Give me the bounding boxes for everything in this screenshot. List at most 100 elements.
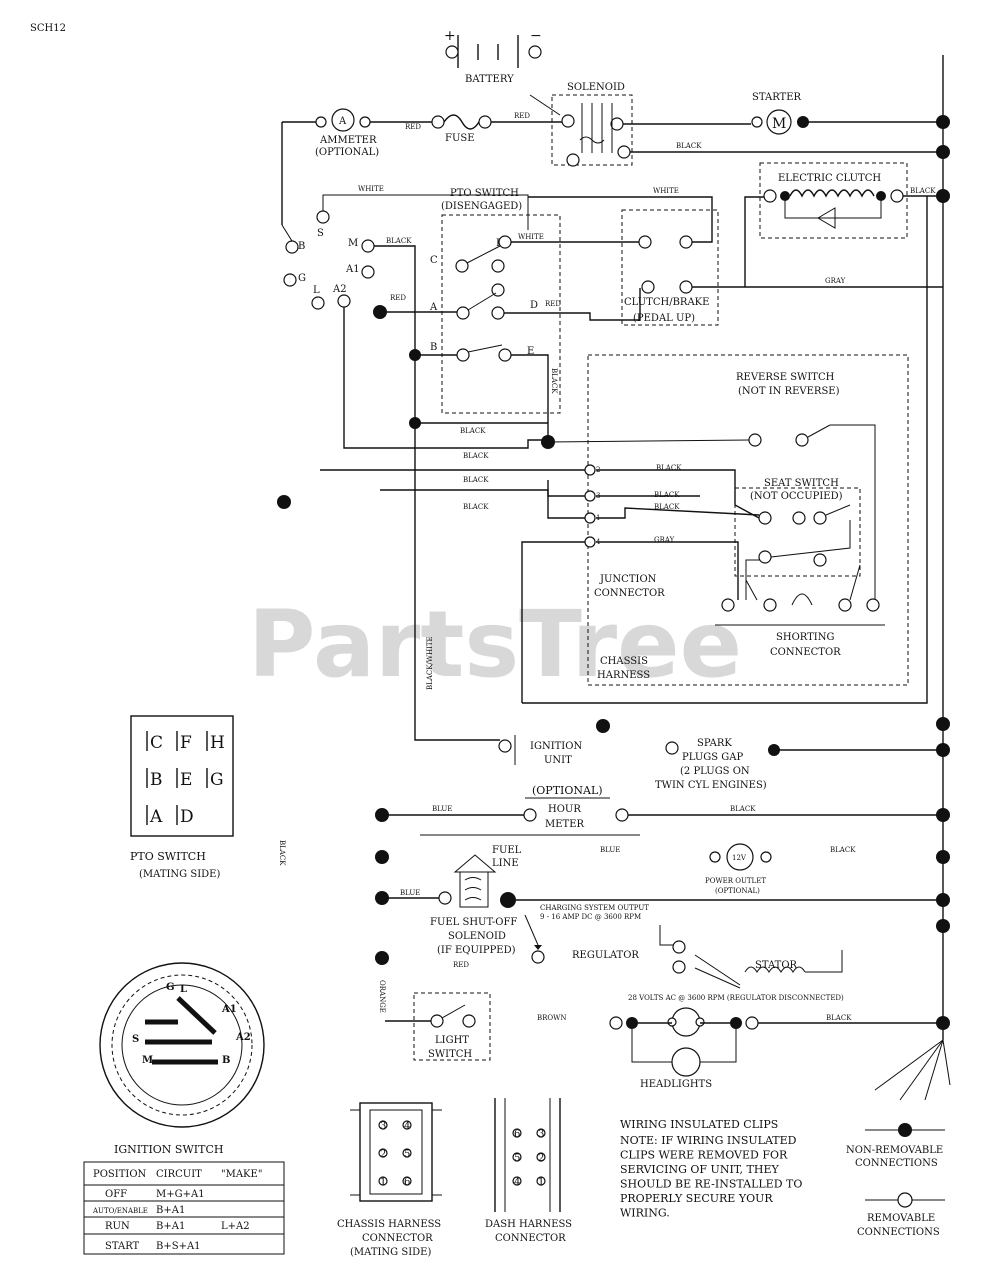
hour-meter-label: HOUR: [548, 804, 581, 815]
ignition-table-cell: RUN: [105, 1221, 130, 1232]
seat-switch: SEAT SWITCH (NOT OCCUPIED): [734, 478, 861, 577]
junction-connector: JUNCTION CONNECTOR 2 3 1 4: [584, 464, 665, 599]
ignition-unit-label: IGNITION: [530, 741, 582, 752]
stator-label: STATOR: [755, 960, 798, 971]
ignition-table-cell: OFF: [105, 1189, 127, 1200]
pto-mating-subtitle: (MATING SIDE): [139, 869, 220, 880]
battery-plus-label: +: [444, 28, 456, 44]
ignition-table-header: "MAKE": [221, 1169, 262, 1180]
reverse-switch-label: REVERSE SWITCH: [736, 372, 835, 383]
ground-junction: [936, 189, 950, 203]
wire-label: BLACK: [656, 464, 682, 472]
fuel-shutoff-label: FUEL SHUT-OFF: [430, 917, 517, 928]
regulator-label: REGULATOR: [572, 950, 639, 961]
starter-label: STARTER: [752, 92, 802, 103]
hour-meter-sublabel: METER: [545, 819, 585, 830]
terminal-label: D: [530, 300, 538, 311]
pto-switch-sublabel: (DISENGAGED): [441, 201, 522, 212]
wire-label: RED: [390, 294, 406, 302]
terminal-label: M: [348, 238, 358, 249]
junction-dot: [375, 951, 389, 965]
clips-note-line: WIRING.: [620, 1207, 670, 1220]
ground-bus: [874, 55, 951, 1101]
clips-note-title: WIRING INSULATED CLIPS: [620, 1118, 778, 1131]
connector-pin: [378, 1120, 388, 1130]
ignition-face-label: L: [180, 984, 187, 995]
chassis-harness-sublabel: HARNESS: [597, 670, 650, 681]
wire-label: BLACK: [910, 187, 936, 195]
light-switch-label: LIGHT: [435, 1035, 469, 1046]
legend-non-removable-symbol: [898, 1123, 912, 1137]
connector-pin: [378, 1176, 388, 1186]
seat-switch-label: SEAT SWITCH: [764, 478, 839, 489]
spark-label: SPARK: [697, 738, 732, 749]
terminal-label: C: [430, 255, 438, 266]
headlights: HEADLIGHTS: [609, 1007, 759, 1090]
dash-connector-sublabel: CONNECTOR: [495, 1233, 566, 1244]
ignition-table-cell: AUTO/ENABLE: [92, 1207, 148, 1215]
ignition-face-label: G: [166, 982, 175, 993]
wire-label: BLACK: [730, 805, 756, 813]
chassis-connector-label: CHASSIS HARNESS: [337, 1219, 441, 1230]
ammeter-label: AMMETER: [319, 135, 377, 146]
wire-label: BLACK: [826, 1014, 852, 1022]
wire-label: BLACK: [654, 491, 680, 499]
junction-sublabel: CONNECTOR: [594, 588, 665, 599]
battery-label: BATTERY: [465, 74, 514, 85]
ignition-table-cell: M+G+A1: [156, 1189, 205, 1200]
connector-pin-label: 4: [514, 1177, 520, 1188]
pto-pin-label: G: [210, 770, 224, 790]
wire-label: BLACK: [278, 840, 286, 866]
connector-pin: [536, 1128, 546, 1138]
connector-pin: [402, 1148, 412, 1158]
light-switch-sublabel: SWITCH: [428, 1049, 472, 1060]
wire-label: BLACK: [830, 846, 856, 854]
clips-note-line: CLIPS WERE REMOVED FOR: [620, 1149, 788, 1162]
fuel-shutoff-solenoid: FUEL LINE FUEL SHUT-OFF SOLENOID (IF EQU…: [430, 845, 522, 956]
terminal-label: E: [527, 346, 534, 357]
wire-label: WHITE: [653, 187, 679, 195]
clips-note-line: PROPERLY SECURE YOUR: [620, 1192, 773, 1205]
legend-removable-sublabel: CONNECTIONS: [857, 1227, 940, 1238]
dash-connector-label: DASH HARNESS: [485, 1219, 572, 1230]
wire-label: RED: [514, 112, 530, 120]
ignition-face-blade: [176, 996, 217, 1035]
terminal-label: A1: [345, 264, 360, 275]
connector-pin: [402, 1176, 412, 1186]
spark-label: PLUGS GAP: [682, 752, 743, 763]
pto-pin-label: H: [210, 733, 225, 753]
ignition-face-label: B: [222, 1055, 230, 1066]
ammeter: A AMMETER (OPTIONAL): [315, 108, 379, 158]
pto-pin-label: C: [150, 733, 163, 753]
ground-junction: [936, 145, 950, 159]
fuel-line-sublabel: LINE: [492, 858, 519, 869]
wire-label: WHITE: [358, 185, 384, 193]
connector-pin: [536, 1176, 546, 1186]
ground-junction: [936, 919, 950, 933]
pto-pin-label: F: [180, 733, 192, 753]
clips-note: WIRING INSULATED CLIPS NOTE: IF WIRING I…: [620, 1118, 802, 1220]
terminal-label: L: [313, 285, 320, 296]
electric-clutch-label: ELECTRIC CLUTCH: [778, 173, 881, 184]
battery: + − BATTERY: [444, 28, 542, 85]
connector-pin-label: 3: [380, 1121, 386, 1132]
seat-switch-sublabel: (NOT OCCUPIED): [750, 491, 843, 502]
stator-note: 28 VOLTS AC @ 3600 RPM (REGULATOR DISCON…: [628, 994, 844, 1002]
ground-junction: [936, 1016, 950, 1030]
terminal-label: A2: [332, 284, 347, 295]
pto-pin-label: B: [150, 770, 163, 790]
connector-pin-label: 6: [404, 1177, 410, 1188]
ground-junction: [936, 115, 950, 129]
hour-meter-optional: (OPTIONAL): [532, 784, 603, 797]
connector-pin-label: 2: [380, 1149, 386, 1160]
ignition-unit: IGNITION UNIT: [498, 735, 582, 766]
ignition-table-header: CIRCUIT: [156, 1169, 202, 1180]
connector-pin-label: 4: [404, 1121, 410, 1132]
clips-note-line: SERVICING OF UNIT, THEY: [620, 1163, 779, 1176]
ignition-table-cell: START: [105, 1241, 140, 1252]
